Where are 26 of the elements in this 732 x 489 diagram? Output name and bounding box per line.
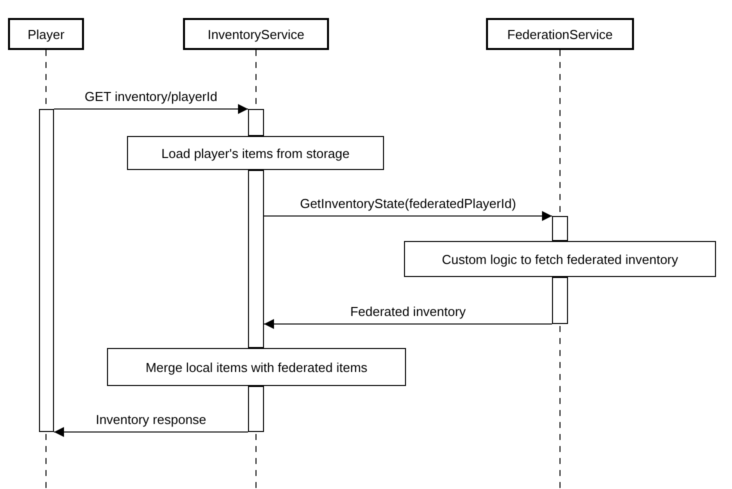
note-box (127, 136, 384, 170)
participant-name: InventoryService (208, 26, 304, 42)
activation-bar (552, 277, 568, 324)
participant-box (183, 18, 329, 50)
note-box (107, 348, 406, 386)
activation-bar (248, 386, 264, 432)
message-arrow (264, 319, 552, 329)
participant-name: Player (28, 26, 64, 42)
message-label: GET inventory/playerId (84, 89, 218, 104)
message-arrow (54, 104, 248, 114)
message-label: Inventory response (96, 412, 206, 427)
participant-box (8, 18, 84, 50)
activation-bar (39, 109, 54, 432)
message-arrow (264, 211, 552, 221)
message-arrow (54, 427, 248, 437)
message-label: Federated inventory (350, 304, 466, 319)
activation-bar (248, 109, 264, 136)
activation-bar (552, 216, 568, 241)
note-text: Load player's items from storage (161, 146, 350, 160)
message-label: GetInventoryState(federatedPlayerId) (300, 196, 516, 211)
note-box (404, 241, 716, 277)
note-text: Custom logic to fetch federated inventory (442, 252, 678, 266)
note-text: Merge local items with federated items (146, 360, 368, 374)
activation-bar (248, 170, 264, 348)
participant-name: FederationService (507, 26, 613, 42)
participant-box (486, 18, 634, 50)
